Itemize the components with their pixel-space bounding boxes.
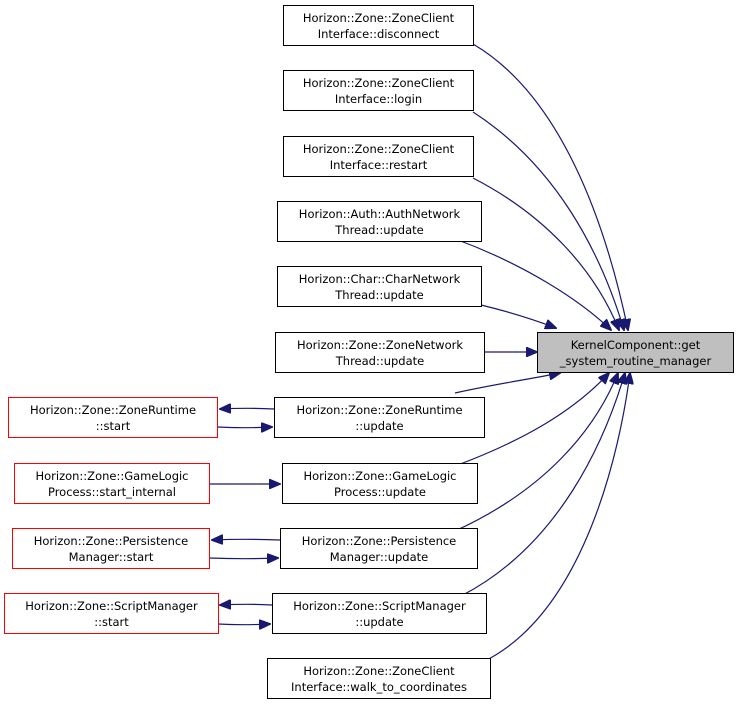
node-label-line: Horizon::Zone::ScriptManager	[25, 598, 198, 613]
node-label-line: Horizon::Auth::AuthNetwork	[298, 206, 461, 221]
node-label-line: KernelComponent::get	[570, 337, 701, 352]
node-label-line: Thread::update	[335, 287, 424, 302]
node-label-line: ::start	[95, 418, 131, 433]
node-label-line: Horizon::Zone::ZoneRuntime	[29, 402, 197, 417]
node-label-line: Horizon::Zone::ZoneNetwork	[296, 337, 464, 352]
edge-zoneruntime-start-to-update	[217, 427, 272, 428]
node-label-line: Horizon::Char::CharNetwork	[298, 271, 461, 286]
edge-zoneruntime-update-to-start	[220, 408, 275, 409]
node-zoneruntime-update[interactable]: Horizon::Zone::ZoneRuntime::update	[274, 397, 485, 438]
node-label-line: Horizon::Zone::Persistence	[33, 533, 189, 548]
node-scriptmanager-update[interactable]: Horizon::Zone::ScriptManager::update	[272, 593, 487, 634]
node-label-line: Manager::start	[68, 549, 154, 564]
node-label-line: Horizon::Zone::ScriptManager	[293, 598, 466, 613]
node-label-line: Process::update	[334, 484, 426, 499]
edge-walk-to-coordinates	[484, 373, 630, 662]
edge-persistence-start-to-update	[209, 558, 278, 559]
edge-gamelogic-update	[454, 373, 609, 467]
node-label-line: Interface::walk_to_coordinates	[291, 679, 467, 694]
node-label-line: Horizon::Zone::GameLogic	[35, 468, 189, 483]
node-label-line: Horizon::Zone::GameLogic	[303, 468, 457, 483]
edge-zoneruntime-update	[454, 373, 560, 394]
node-label-line: Horizon::Zone::ZoneClient	[302, 75, 455, 90]
node-label-line: ::start	[94, 614, 129, 629]
node-zoneruntime-start[interactable]: Horizon::Zone::ZoneRuntime::start	[8, 397, 218, 438]
node-label-line: _system_routine_manager	[559, 353, 712, 368]
node-get-system-routine-manager: KernelComponent::get_system_routine_mana…	[537, 332, 734, 373]
node-label-line: Thread::update	[335, 222, 424, 237]
node-label-line: Thread::update	[335, 353, 425, 368]
node-label-line: Interface::disconnect	[317, 26, 440, 41]
edge-persistence-update-to-start	[212, 539, 281, 540]
node-label-line: Manager::update	[329, 549, 429, 564]
node-label-line: Interface::restart	[329, 157, 428, 172]
node-label-line: Horizon::Zone::ZoneClient	[303, 663, 455, 678]
node-label-line: ::update	[355, 418, 404, 433]
edge-login	[472, 111, 624, 330]
edge-restart	[472, 177, 619, 330]
edge-disconnect	[472, 43, 628, 330]
edge-char-update	[480, 304, 556, 328]
edge-scriptmanager-update-to-start	[220, 604, 273, 605]
node-label-line: ::update	[355, 614, 404, 629]
node-label-line: Horizon::Zone::ZoneClient	[302, 10, 455, 25]
node-label-line: Process::start_internal	[47, 484, 177, 499]
node-label-line: Interface::login	[334, 91, 423, 106]
edge-auth-update	[457, 239, 611, 330]
node-label-line: Horizon::Zone::ZoneRuntime	[296, 402, 463, 417]
node-scriptmanager-start[interactable]: Horizon::Zone::ScriptManager::start	[4, 593, 219, 634]
node-label-line: Horizon::Zone::Persistence	[301, 533, 457, 548]
edge-persistence-update	[454, 373, 618, 532]
edge-scriptmanager-update	[460, 373, 625, 597]
node-label-line: Horizon::Zone::ZoneClient	[302, 141, 455, 156]
edge-scriptmanager-start-to-update	[217, 624, 270, 625]
